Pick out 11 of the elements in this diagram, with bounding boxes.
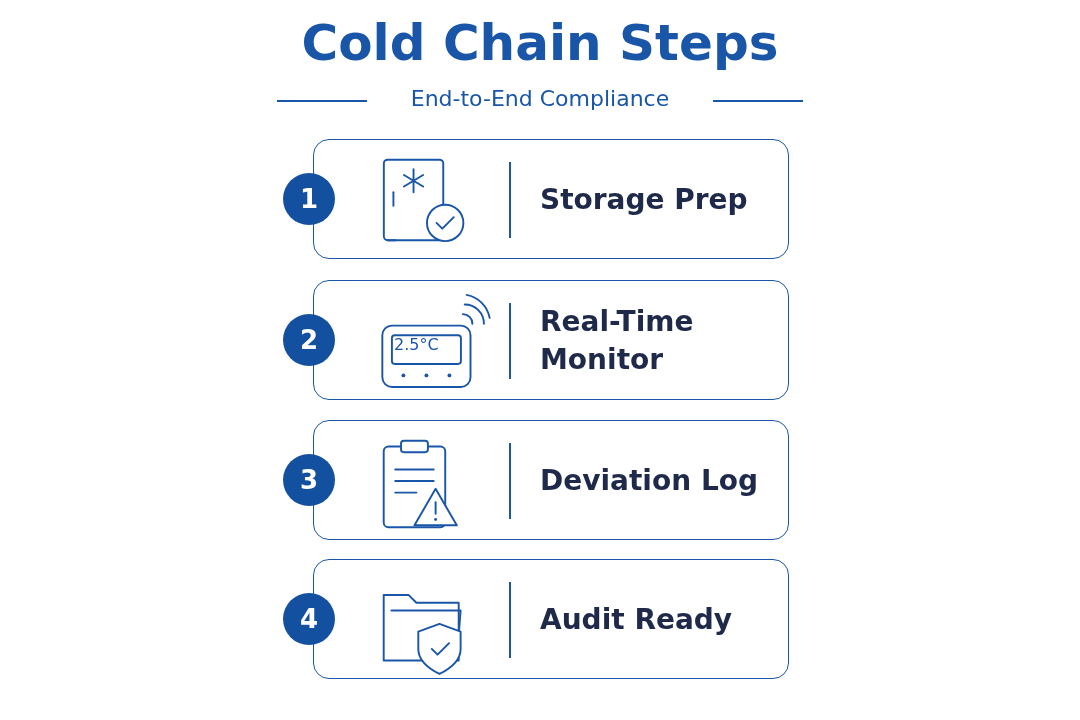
subtitle: End-to-End Compliance (409, 86, 671, 111)
step-number-badge: 1 (283, 173, 335, 225)
temperature-reading: 2.5°C (394, 335, 439, 354)
step-number-badge: 2 (283, 314, 335, 366)
title: Cold Chain Steps (301, 14, 779, 72)
step-label: Audit Ready (540, 602, 733, 639)
step-number-badge: 4 (283, 593, 335, 645)
step-number-badge: 3 (283, 454, 335, 506)
step-label: Deviation Log (540, 463, 758, 500)
step-label: Storage Prep (540, 182, 748, 219)
step-label: Real-Time Monitor (540, 304, 695, 378)
